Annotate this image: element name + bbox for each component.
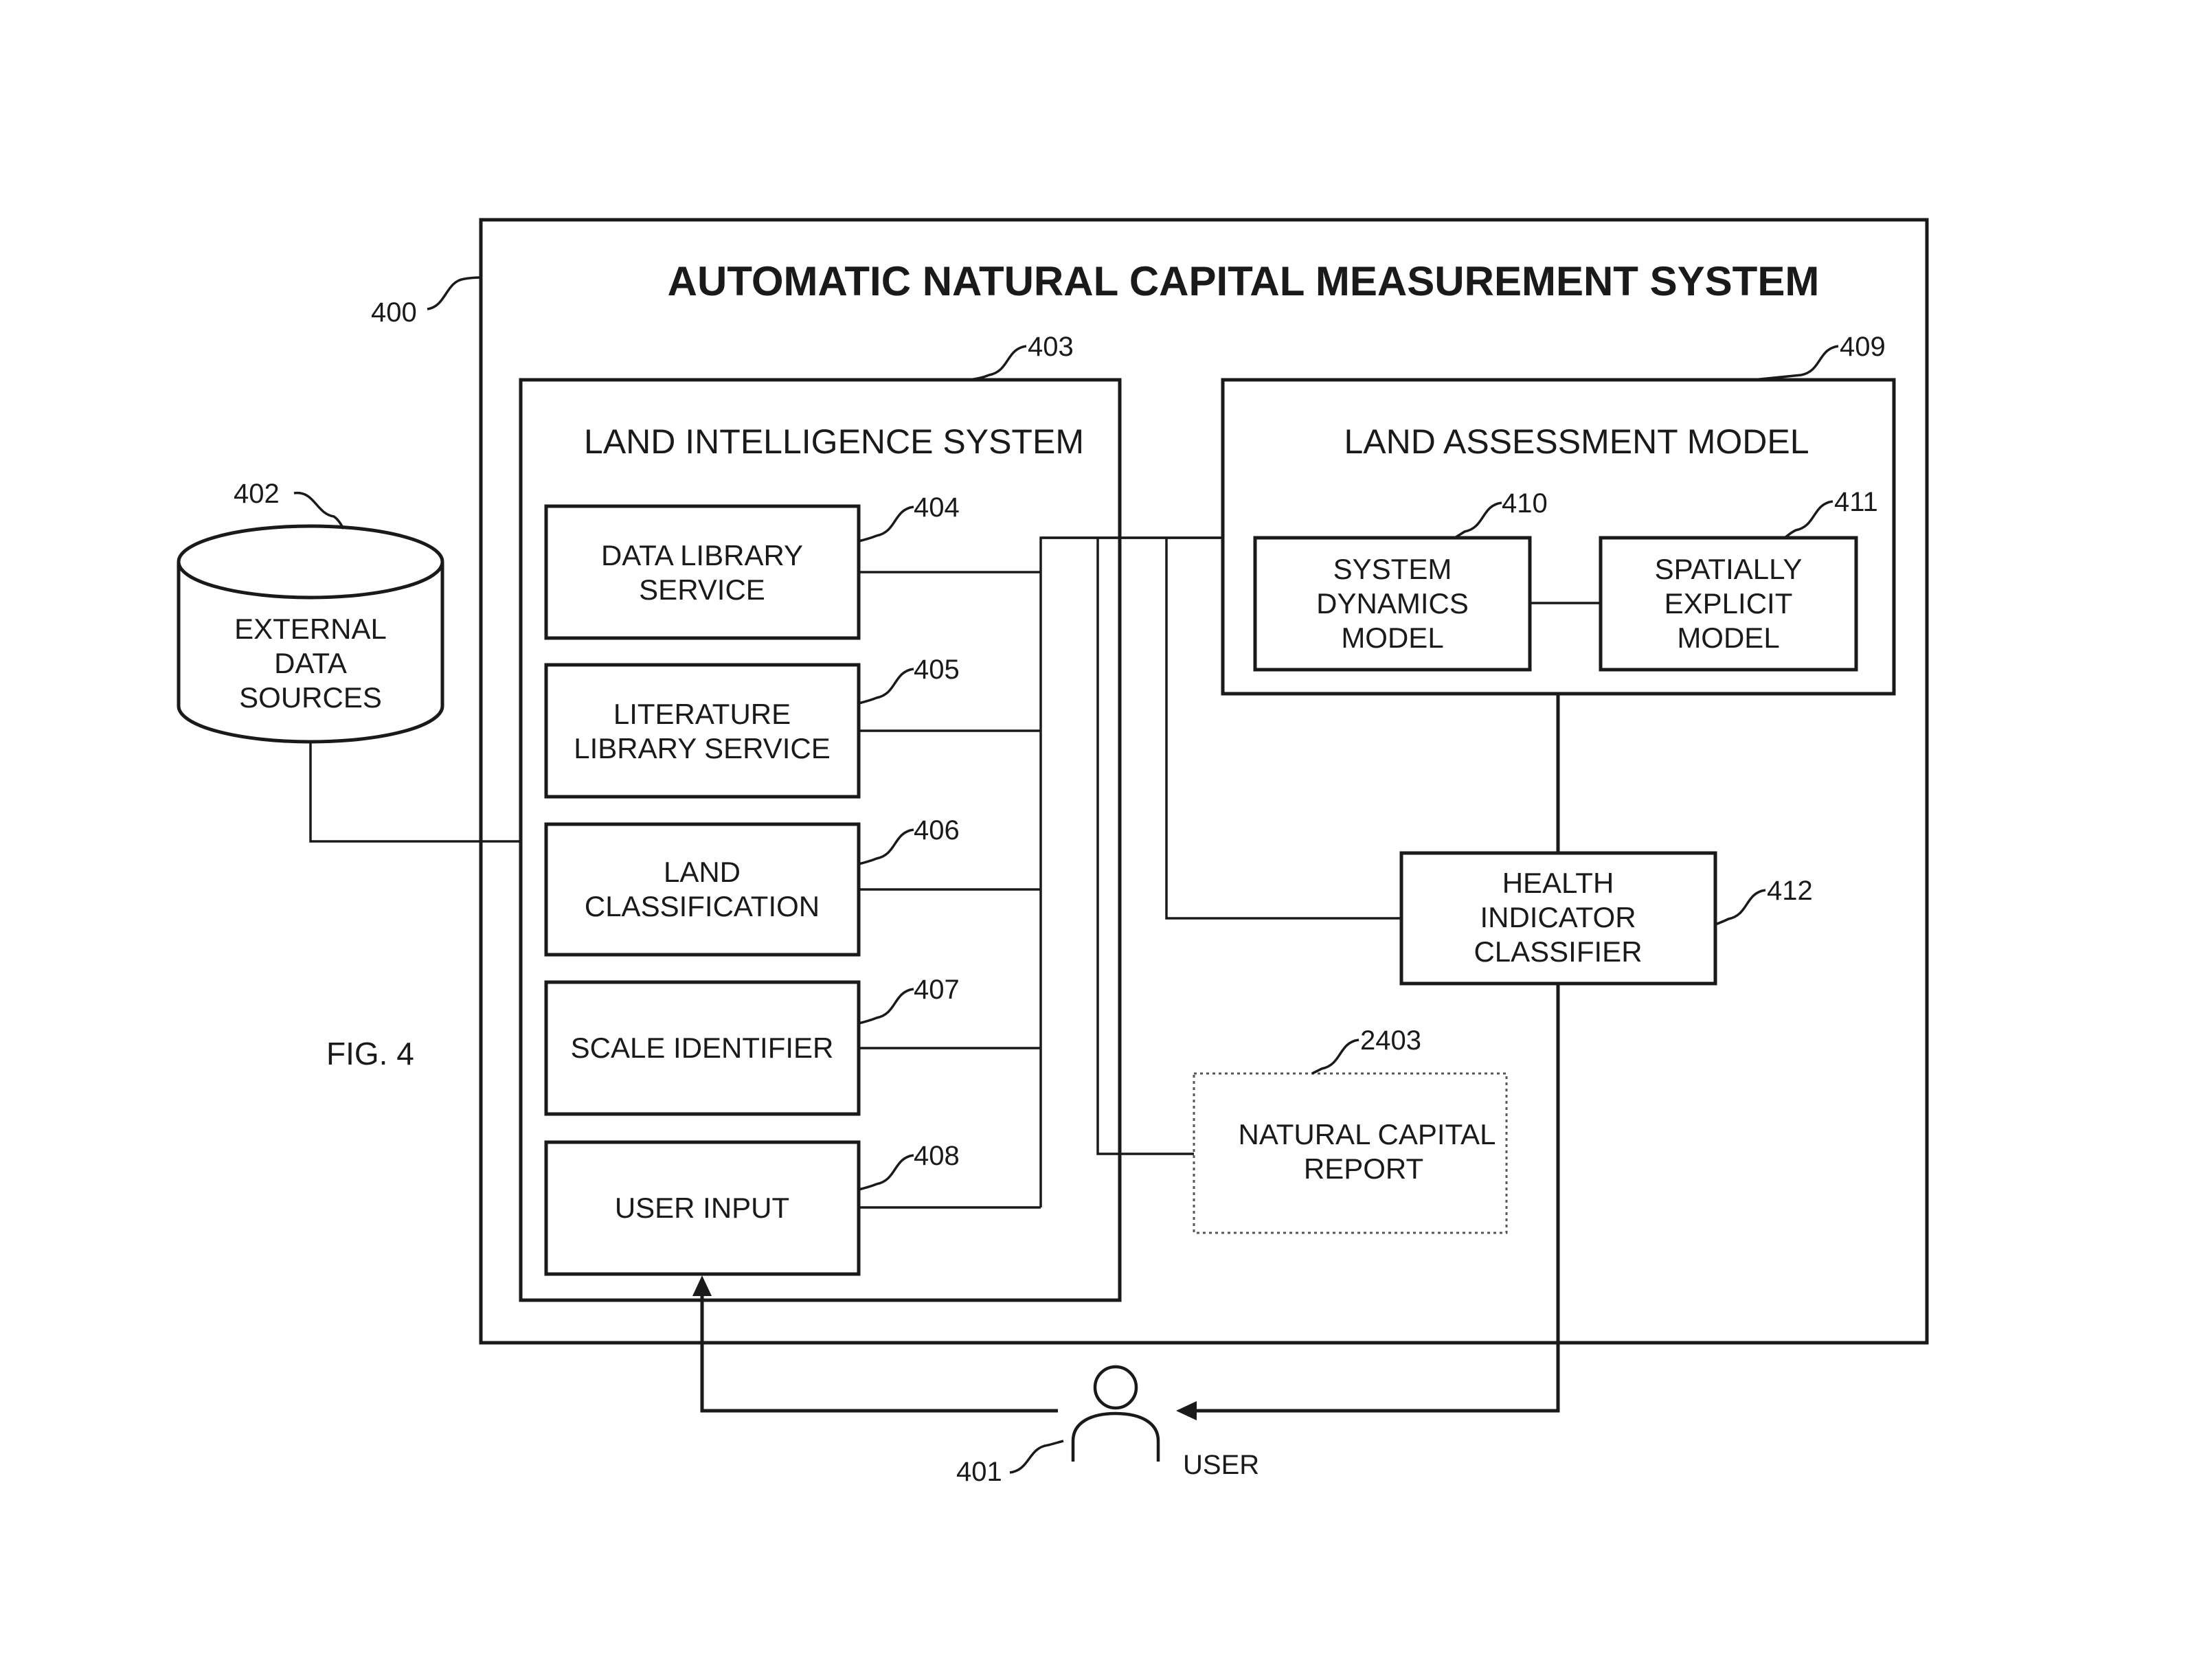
literature-library-service-line-1: LITERATURE (613, 698, 791, 730)
ref-405: 405 (914, 655, 960, 685)
ref-406: 406 (914, 815, 960, 845)
land-intelligence-system-title: LAND INTELLIGENCE SYSTEM (584, 422, 1084, 461)
leader-412 (1715, 889, 1766, 926)
system-boundary (479, 218, 1929, 1345)
user-input-line-1: USER INPUT (615, 1192, 789, 1224)
natural-capital-report-box (1193, 1072, 1508, 1234)
ref-404: 404 (914, 492, 960, 523)
ref-403: 403 (1028, 332, 1074, 362)
ref-409: 409 (1840, 332, 1886, 362)
user-head (1093, 1365, 1138, 1410)
literature-library-service-box (544, 663, 861, 799)
spatially-explicit-model-line-1: SPATIALLY (1655, 553, 1803, 585)
leader-407 (858, 988, 914, 1025)
connector-to-report (1096, 538, 1194, 1155)
leader-408 (858, 1154, 914, 1191)
ref-411: 411 (1834, 487, 1878, 517)
natural-capital-report-line-2: REPORT (1304, 1152, 1423, 1185)
leader-405 (858, 668, 914, 705)
connector-health-to-user (1195, 984, 1560, 1413)
ref-412: 412 (1767, 876, 1813, 906)
user-label: USER (1183, 1450, 1259, 1480)
leader-409 (1752, 345, 1839, 381)
land-classification-line-1: LAND (664, 856, 741, 888)
leader-402 (293, 492, 345, 530)
scale-identifier-line-1: SCALE IDENTIFIER (571, 1032, 834, 1064)
leader-2403 (1311, 1038, 1359, 1075)
ref-402: 402 (234, 479, 280, 509)
health-indicator-classifier-line-1: HEALTH (1502, 867, 1614, 899)
literature-library-service-line-2: LIBRARY SERVICE (574, 732, 831, 764)
connector-to-health-classifier (1165, 538, 1401, 920)
scale-identifier-box (544, 980, 861, 1116)
external-data-sources: EXTERNAL DATA SOURCES (177, 524, 444, 744)
ref-2403: 2403 (1360, 1025, 1421, 1056)
data-library-service-line-2: SERVICE (639, 574, 765, 606)
external-data-sources-line-3: SOURCES (239, 681, 382, 714)
figure-label: FIG. 4 (326, 1036, 414, 1071)
cylinder-body (177, 562, 444, 744)
land-classification-box (544, 822, 861, 957)
data-library-service-box (544, 504, 861, 640)
external-data-sources-line-2: DATA (274, 647, 347, 679)
arrowhead-to-user (1176, 1401, 1197, 1420)
land-assessment-model-title: LAND ASSESSMENT MODEL (1344, 422, 1809, 461)
spatially-explicit-model-line-2: EXPLICIT (1664, 587, 1793, 620)
spatially-explicit-model-line-3: MODEL (1677, 622, 1779, 654)
arrowhead-to-user-input (692, 1275, 712, 1296)
system-dynamics-model-line-1: SYSTEM (1333, 553, 1452, 585)
user-icon (1071, 1365, 1160, 1462)
leader-411 (1783, 500, 1833, 539)
external-data-sources-line-1: EXTERNAL (234, 613, 387, 645)
health-indicator-classifier-line-3: CLASSIFIER (1474, 935, 1642, 968)
spatially-explicit-model-box (1599, 536, 1858, 672)
cylinder-top (177, 524, 444, 600)
system-dynamics-model-line-3: MODEL (1341, 622, 1443, 654)
user-shoulders (1071, 1411, 1160, 1462)
ref-401: 401 (956, 1457, 1002, 1487)
leader-404 (858, 506, 914, 543)
leader-400 (427, 276, 482, 310)
data-library-service-line-1: DATA LIBRARY (601, 539, 803, 571)
system-title: AUTOMATIC NATURAL CAPITAL MEASUREMENT SY… (668, 258, 1820, 304)
ref-400: 400 (371, 297, 417, 328)
leader-401 (1009, 1440, 1064, 1474)
ref-407: 407 (914, 975, 960, 1005)
land-classification-line-2: CLASSIFICATION (585, 890, 820, 922)
connector-external-to-lis (309, 742, 521, 843)
leader-403 (968, 345, 1027, 381)
natural-capital-report-line-1: NATURAL CAPITAL (1239, 1118, 1496, 1150)
ref-410: 410 (1502, 488, 1548, 519)
connector-user-to-input (700, 1295, 1058, 1413)
leader-410 (1454, 501, 1502, 539)
leader-406 (858, 828, 914, 865)
system-dynamics-model-line-2: DYNAMICS (1316, 587, 1469, 620)
ref-408: 408 (914, 1141, 960, 1171)
health-indicator-classifier-line-2: INDICATOR (1480, 901, 1636, 933)
